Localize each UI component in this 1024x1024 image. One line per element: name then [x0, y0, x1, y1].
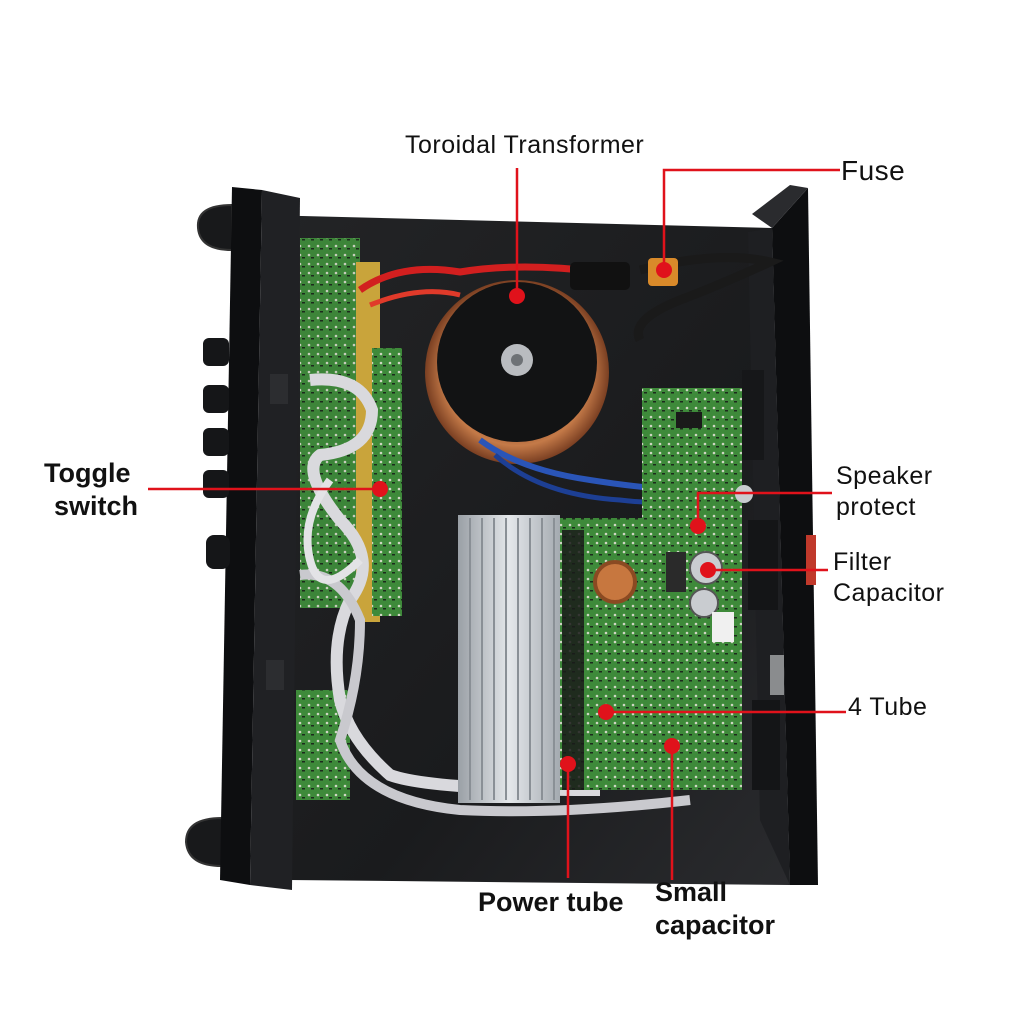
label-filter-capacitor-line1: Filter: [833, 548, 892, 576]
main-pcb: [560, 388, 742, 790]
front-knob: [203, 428, 229, 456]
front-control-board: [296, 238, 691, 817]
top-rack-handle: [196, 203, 233, 252]
label-speaker-protect-line1: Speaker: [836, 462, 933, 490]
callout-dot-filter-capacitor: [700, 562, 716, 578]
label-toggle-switch: Toggle switch: [44, 457, 138, 523]
ribbon-cable: [299, 569, 691, 817]
heatsink: [458, 515, 560, 803]
label-filter-capacitor: Filter Capacitor: [833, 547, 945, 608]
power-cable: [634, 253, 784, 343]
transformer-bolt-center: [511, 354, 523, 366]
label-speaker-protect-line2: protect: [836, 492, 916, 521]
heatsink-fins: [469, 518, 555, 800]
label-four-tube: 4 Tube: [848, 693, 928, 721]
front-knob: [203, 470, 229, 498]
bottom-rack-handle: [184, 816, 223, 868]
relay-block: [712, 612, 734, 642]
side-tab: [806, 535, 816, 585]
front-knob: [206, 535, 230, 569]
callouts: [148, 168, 846, 880]
callout-dot-power-tube: [560, 756, 576, 772]
label-small-capacitor-line2: capacitor: [655, 909, 776, 940]
ic-chip: [666, 552, 686, 592]
callout-dot-transformer: [509, 288, 525, 304]
callout-dot-fuse: [656, 262, 672, 278]
heatsink-body: [458, 515, 560, 803]
filter-capacitor-can: [689, 588, 719, 618]
label-power-tube: Power tube: [478, 887, 624, 917]
label-small-capacitor: Small capacitor: [655, 876, 775, 942]
label-fuse: Fuse: [841, 155, 906, 186]
ribbon-cable: [307, 373, 601, 796]
front-panel-edge: [250, 190, 300, 890]
panel-screw: [266, 660, 284, 690]
transformer-red-leads: [357, 263, 601, 293]
label-filter-capacitor-line2: Capacitor: [833, 578, 945, 607]
back-connector: [748, 520, 778, 610]
fuse-holder: [570, 262, 630, 290]
main-amplifier-board: [560, 388, 753, 790]
front-panel: [220, 187, 262, 885]
back-terminal: [770, 655, 784, 695]
back-panel-lip: [752, 185, 808, 228]
transformer-red-leads: [369, 289, 461, 308]
label-small-capacitor-line1: Small: [655, 877, 728, 907]
label-toggle-switch-line2: switch: [54, 490, 139, 521]
back-connector: [742, 370, 764, 460]
front-knob: [203, 385, 229, 413]
inductor-coil: [593, 560, 637, 604]
panel-screw: [270, 374, 288, 404]
toroidal-transformer: [357, 263, 701, 505]
back-connector: [752, 700, 780, 790]
ribbon-cable: [303, 477, 363, 584]
callout-dot-toggle-switch: [372, 481, 388, 497]
label-toroidal-transformer: Toroidal Transformer: [405, 131, 645, 159]
label-toggle-switch-line1: Toggle: [44, 458, 131, 488]
callout-line-fuse: [662, 168, 840, 270]
label-speaker-protect: Speaker protect: [836, 461, 933, 522]
callout-dot-speaker-protect: [690, 518, 706, 534]
power-tube-row: [562, 530, 584, 790]
front-knob: [203, 338, 229, 366]
ic-chip: [676, 412, 702, 428]
callout-dot-four-tube: [598, 704, 614, 720]
callout-line-speaker-protect: [696, 491, 832, 526]
callout-dot-small-capacitor: [664, 738, 680, 754]
